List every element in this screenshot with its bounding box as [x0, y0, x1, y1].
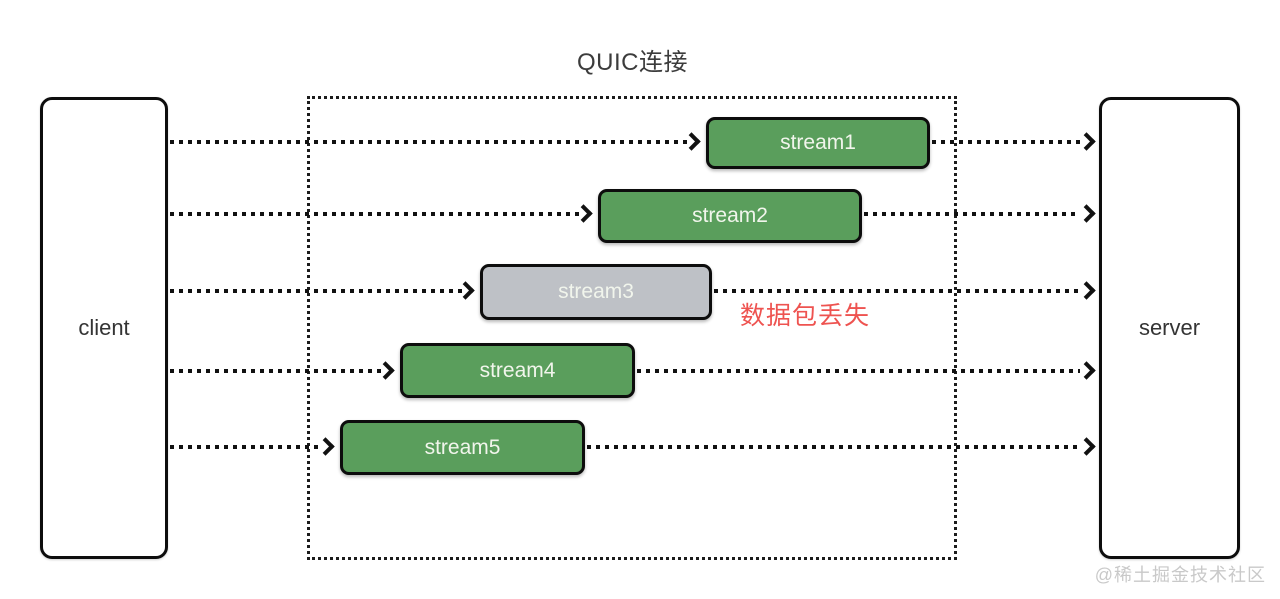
client-label: client: [78, 315, 130, 340]
dotted-line-row2-left: [170, 212, 580, 216]
dotted-line-row1-left: [170, 140, 688, 144]
diagram-title: QUIC连接: [577, 49, 688, 76]
dotted-line-row3-right: [714, 289, 1080, 293]
arrowhead-icon: [1077, 437, 1096, 456]
dotted-line-row5-right: [587, 445, 1080, 449]
stream5-box: stream5: [340, 420, 585, 475]
arrowhead-icon: [1077, 361, 1096, 380]
dotted-line-row4-right: [637, 369, 1080, 373]
stream4-label: stream4: [479, 358, 556, 382]
stream1-label: stream1: [780, 131, 856, 154]
watermark: @稀土掘金技术社区: [1094, 565, 1266, 585]
stream3-box: stream3: [480, 264, 712, 320]
client-node: client: [40, 97, 168, 559]
packet-loss-annotation: 数据包丢失: [740, 302, 871, 330]
dotted-line-row5-left: [170, 445, 322, 449]
server-label: server: [1138, 315, 1201, 340]
arrowhead-icon: [1077, 204, 1096, 223]
stream2-box: stream2: [598, 189, 862, 243]
arrowhead-icon: [1077, 132, 1096, 151]
dotted-line-row2-right: [864, 212, 1080, 216]
dotted-line-row1-right: [932, 140, 1080, 144]
arrowhead-icon: [1077, 281, 1096, 300]
server-node: server: [1099, 97, 1240, 559]
dotted-line-row3-left: [170, 289, 462, 293]
stream1-box: stream1: [706, 117, 930, 169]
stream2-label: stream2: [692, 204, 768, 227]
dotted-line-row4-left: [170, 369, 382, 373]
stream4-box: stream4: [400, 343, 635, 398]
stream3-label: stream3: [558, 280, 634, 303]
quic-connection-boundary: [307, 96, 957, 560]
stream5-label: stream5: [424, 435, 501, 459]
